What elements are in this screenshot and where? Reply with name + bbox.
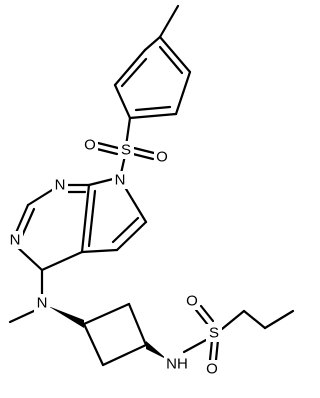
bond-c2-n3-inner [20,207,36,238]
bond-n3-c4 [13,243,44,272]
svg-text:O: O [84,137,96,154]
bond-chain-3 [263,309,295,330]
bond-n7-c6 [121,182,148,224]
bond-aryl-4 [113,83,132,120]
bond-c6-c5-inner [111,216,140,244]
bond-cb-4 [82,322,105,367]
wedge-bond-namine-cyclobutyl [48,306,84,328]
bond-sulfonyl-so-bottom-b [214,338,220,362]
bond-sulfonyl-so-bottom-a [208,338,214,362]
svg-text:O: O [186,293,198,310]
atom-labels: N N N S O O N NH [7,136,222,378]
bond-cb-3 [101,343,148,367]
bond-tosyl-so-right-b [131,152,155,161]
svg-text:NH: NH [166,356,188,373]
bond-c5-c4a [80,248,119,254]
bond-aryl-5 [113,48,147,87]
atom-o-sulfonyl-bottom: O [204,360,220,378]
svg-text:S: S [121,142,131,159]
bond-tosyl-so-left-a [96,141,120,150]
bond-aryl-1-inner [158,45,184,75]
atom-o-tosyl-right: O [154,148,170,166]
bond-sulfonyl-so-top-a [194,308,210,327]
svg-text:N: N [115,172,126,189]
atom-o-sulfonyl-top: O [184,292,200,310]
bond-tosyl-so-right-a [132,146,156,155]
bond-aryl-6 [143,35,162,52]
bond-sulfonyl-so-top-b [199,304,215,323]
bond-c6-c5 [115,220,148,252]
bond-methyl-aryl [158,4,180,39]
svg-text:O: O [206,361,218,378]
svg-text:N: N [10,232,21,249]
atom-n-ring-upper: N [52,176,68,194]
atom-s-sulfonyl: S [206,324,222,342]
bond-aryl-3-inner [134,105,172,112]
stereo-wedges [48,306,168,360]
svg-text:N: N [37,295,48,312]
wedge-bond-cyclobutyl-nh [146,341,168,360]
bond-aryl-2 [174,70,192,116]
atom-n-methylamine: N [34,294,50,312]
bond-c4-c4a [40,250,84,272]
atom-n-pyrrole: N [112,171,128,189]
bond-c4a-c7a-inner [87,189,97,248]
atom-s-tosyl: S [118,141,134,159]
bond-cb-2 [127,302,148,347]
atom-n-ring-left: N [7,231,23,249]
svg-text:N: N [55,177,66,194]
bond-c4a-c7a [80,183,91,254]
bond-aryl-3 [128,112,178,120]
bond-namine-methyl [8,308,38,324]
svg-text:S: S [209,325,219,342]
bonds [8,4,295,367]
svg-text:O: O [156,149,168,166]
bond-aryl-5-inner [120,57,148,88]
bond-c2-n3 [13,203,30,237]
bond-chain-2 [242,309,267,330]
bond-tosyl-so-left-b [95,147,119,156]
bond-aryl-1 [158,35,192,74]
atom-o-tosyl-left: O [82,136,98,154]
bond-cb-1 [82,302,131,326]
bond-nh-sulfur [182,338,208,354]
chemical-structure: N N N S O O N NH [7,4,295,378]
atom-nh-sulfonamide: NH [164,355,190,373]
bond-sulfur-chain [220,309,246,331]
